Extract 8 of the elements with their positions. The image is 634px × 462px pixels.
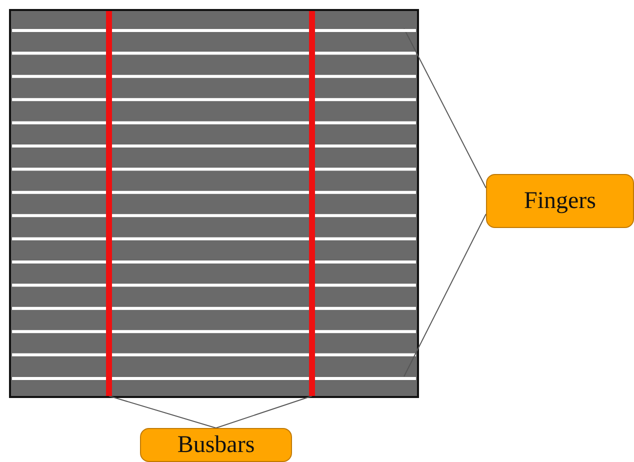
leader-line — [404, 214, 486, 377]
finger-line — [12, 376, 416, 380]
finger-line — [12, 28, 416, 32]
callout-label: Fingers — [486, 174, 634, 228]
callout-label: Busbars — [140, 428, 292, 462]
busbar-strip — [106, 11, 112, 396]
busbar-strip — [309, 11, 315, 396]
leader-line — [404, 28, 486, 188]
